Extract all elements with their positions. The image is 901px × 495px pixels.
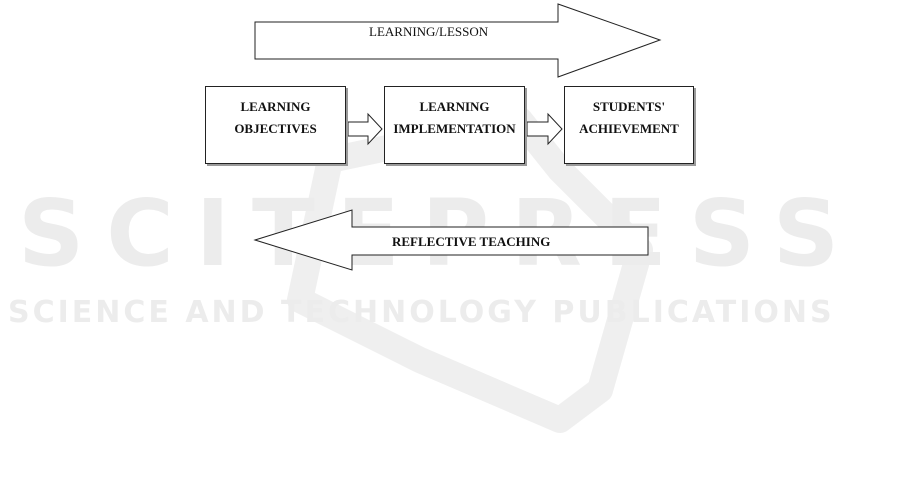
learning-implementation-label: LEARNING IMPLEMENTATION — [393, 96, 515, 140]
learning-lesson-arrow — [255, 4, 660, 77]
learning-implementation-box: LEARNING IMPLEMENTATION — [384, 86, 525, 164]
connector-arrow-2 — [527, 114, 562, 144]
students-achievement-box: STUDENTS' ACHIEVEMENT — [564, 86, 694, 164]
reflective-teaching-label: REFLECTIVE TEACHING — [392, 234, 550, 250]
connector-arrow-1 — [348, 114, 382, 144]
learning-objectives-box: LEARNING OBJECTIVES — [205, 86, 346, 164]
learning-lesson-label: LEARNING/LESSON — [369, 24, 488, 40]
students-achievement-label: STUDENTS' ACHIEVEMENT — [579, 96, 679, 140]
learning-objectives-label: LEARNING OBJECTIVES — [234, 96, 316, 140]
